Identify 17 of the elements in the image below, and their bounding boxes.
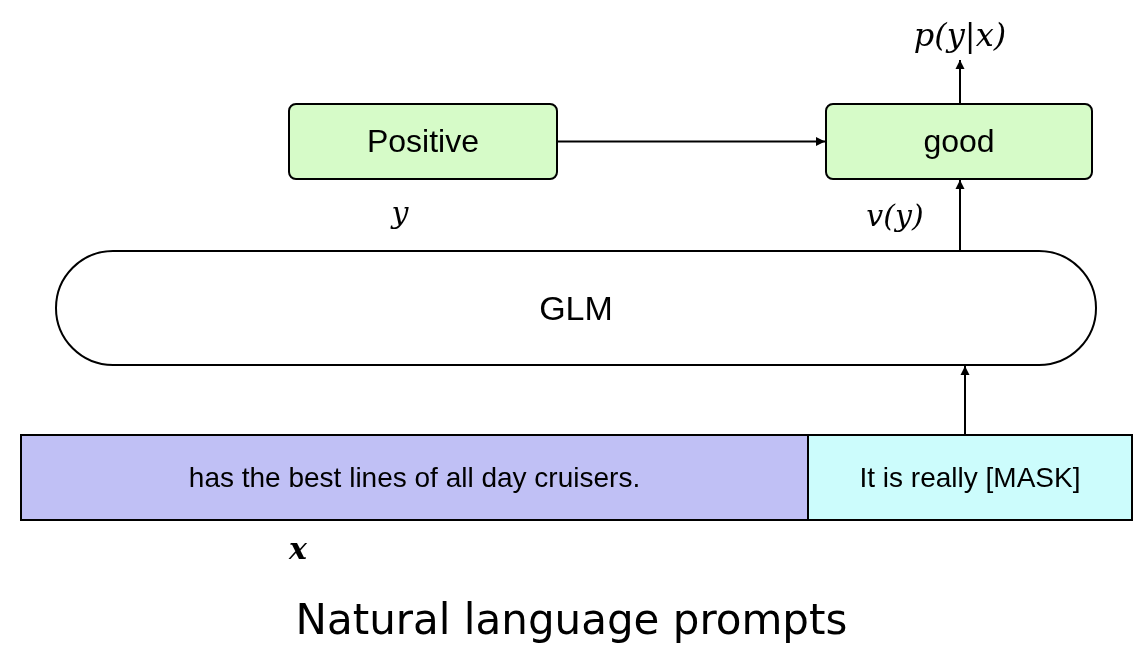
arrow	[955, 59, 965, 104]
box-label: GLM	[539, 288, 613, 328]
text-box	[20, 434, 809, 521]
arrow	[960, 365, 970, 435]
text-box	[288, 103, 558, 180]
variable-label: y	[391, 194, 409, 230]
arrow	[955, 179, 965, 251]
text-box	[825, 103, 1093, 180]
box-label: good	[923, 123, 995, 160]
probability-label: p(y|x)	[913, 16, 1007, 54]
caption: Natural language prompts	[294, 595, 849, 644]
arrow	[557, 137, 826, 146]
box-label: Positive	[366, 123, 479, 160]
box-label: has the best lines of all day cruisers.	[188, 461, 641, 494]
text-box	[807, 434, 1133, 521]
box-label: It is really [MASK]	[859, 461, 1081, 494]
variable-label: x	[289, 530, 307, 566]
